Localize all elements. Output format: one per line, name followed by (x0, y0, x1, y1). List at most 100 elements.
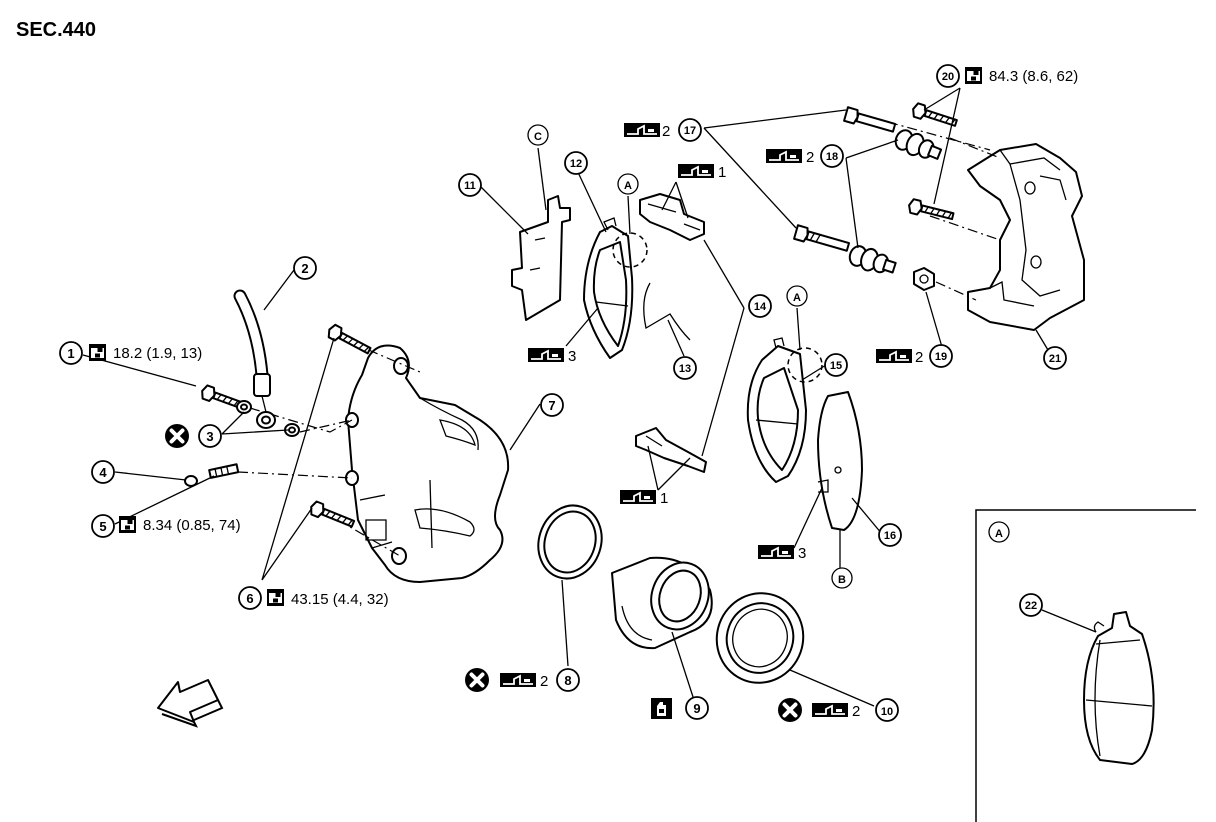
callout-14: 14 (748, 294, 772, 318)
pad-retainer-upper (639, 193, 705, 241)
detail-a-pad (1083, 611, 1155, 765)
svg-text:8: 8 (564, 673, 571, 688)
callout-20: 20 (936, 64, 960, 88)
torque-wrench-icon (965, 67, 982, 84)
grease-tube-icon (875, 348, 913, 364)
front-arrow-icon (157, 679, 224, 728)
inner-shim-cover (511, 195, 571, 321)
svg-text:A: A (624, 180, 632, 192)
grease-tube-icon (757, 544, 795, 560)
piston-seal (537, 504, 603, 580)
svg-text:21: 21 (1049, 353, 1061, 365)
grease-qty-19: 2 (915, 349, 923, 366)
callout-18: 18 (820, 144, 844, 168)
callout-6: 6 (238, 586, 262, 610)
svg-text:6: 6 (246, 591, 253, 606)
grease-tube-icon (527, 347, 565, 363)
callout-8: 8 (556, 668, 580, 692)
torque-spec-1: 18.2 (1.9, 13) (113, 345, 202, 362)
callout-11: 11 (458, 173, 482, 197)
svg-text:A: A (793, 292, 801, 304)
svg-text:4: 4 (99, 465, 107, 480)
svg-text:A: A (995, 528, 1003, 540)
torque-wrench-icon (89, 344, 106, 361)
svg-text:3: 3 (206, 429, 213, 444)
svg-text:22: 22 (1025, 600, 1037, 612)
callout-16: 16 (878, 523, 902, 547)
grease-qty-12: 3 (568, 348, 576, 365)
grease-tube-icon (765, 148, 803, 164)
guide-pin-upper (843, 106, 897, 133)
grease-qty-10: 2 (852, 703, 860, 720)
svg-text:1: 1 (67, 346, 74, 361)
ref-b: B (831, 567, 853, 589)
outer-shim (817, 391, 863, 531)
torque-spec-5: 8.34 (0.85, 74) (143, 517, 241, 534)
svg-text:18: 18 (826, 151, 838, 163)
svg-text:9: 9 (693, 701, 700, 716)
callout-10: 10 (875, 698, 899, 722)
outer-brake-pad (746, 337, 807, 483)
grease-qty-17: 2 (662, 123, 670, 140)
callout-5: 5 (91, 514, 115, 538)
torque-spec-20: 84.3 (8.6, 62) (989, 68, 1078, 85)
grease-qty-8: 2 (540, 673, 548, 690)
sliding-pin-bolt-lower (307, 499, 357, 532)
torque-spec-6: 43.15 (4.4, 32) (291, 591, 389, 608)
callout-4: 4 (91, 460, 115, 484)
detail-a-panel: A (975, 509, 1196, 822)
do-not-reuse-icon (463, 666, 491, 694)
svg-text:7: 7 (548, 398, 555, 413)
pad-retainer-lower (635, 427, 707, 473)
callout-21: 21 (1043, 346, 1067, 370)
ref-a-outer: A (786, 285, 808, 307)
svg-text:16: 16 (884, 530, 896, 542)
caliper-body (345, 344, 510, 583)
grease-tube-icon (677, 163, 715, 179)
grease-qty-14-upper: 1 (718, 164, 726, 181)
svg-text:12: 12 (570, 158, 582, 170)
callout-7: 7 (540, 393, 564, 417)
torque-member (967, 143, 1085, 331)
svg-text:C: C (534, 131, 542, 143)
svg-text:11: 11 (464, 180, 476, 192)
bleeder-valve (208, 463, 240, 479)
grease-tube-icon (623, 122, 661, 138)
callout-12: 12 (564, 151, 588, 175)
guide-pin-lower (793, 224, 851, 252)
svg-text:5: 5 (99, 519, 106, 534)
callout-3: 3 (198, 424, 222, 448)
callout-17: 17 (678, 118, 702, 142)
ref-c: C (527, 124, 549, 146)
detail-a-circle-outer (787, 347, 823, 383)
piston (611, 556, 713, 650)
grease-qty-16: 3 (798, 545, 806, 562)
do-not-reuse-icon (163, 422, 191, 450)
svg-text:14: 14 (754, 301, 767, 313)
torque-wrench-icon (119, 516, 136, 533)
piston-boot (715, 592, 805, 684)
grease-tube-icon (619, 489, 657, 505)
section-title: SEC.440 (16, 19, 96, 41)
callout-22: 22 (1019, 593, 1043, 617)
callout-13: 13 (673, 356, 697, 380)
callout-15: 15 (824, 353, 848, 377)
brake-fluid-icon (651, 698, 672, 719)
svg-text:10: 10 (881, 706, 893, 718)
grease-tube-icon (811, 702, 849, 718)
svg-text:B: B (838, 574, 846, 586)
grease-qty-18: 2 (806, 149, 814, 166)
pin-boot-upper (894, 129, 943, 160)
pad-wear-spring (643, 282, 691, 341)
svg-text:20: 20 (942, 71, 954, 83)
torque-member-bolt-lower (906, 197, 956, 224)
callout-19: 19 (929, 344, 953, 368)
grease-tube-icon (499, 672, 537, 688)
hex-nut (913, 267, 935, 291)
callout-1: 1 (59, 341, 83, 365)
bleeder-cap (184, 475, 198, 487)
do-not-reuse-icon (776, 696, 804, 724)
svg-text:13: 13 (679, 363, 691, 375)
svg-text:17: 17 (684, 125, 696, 137)
